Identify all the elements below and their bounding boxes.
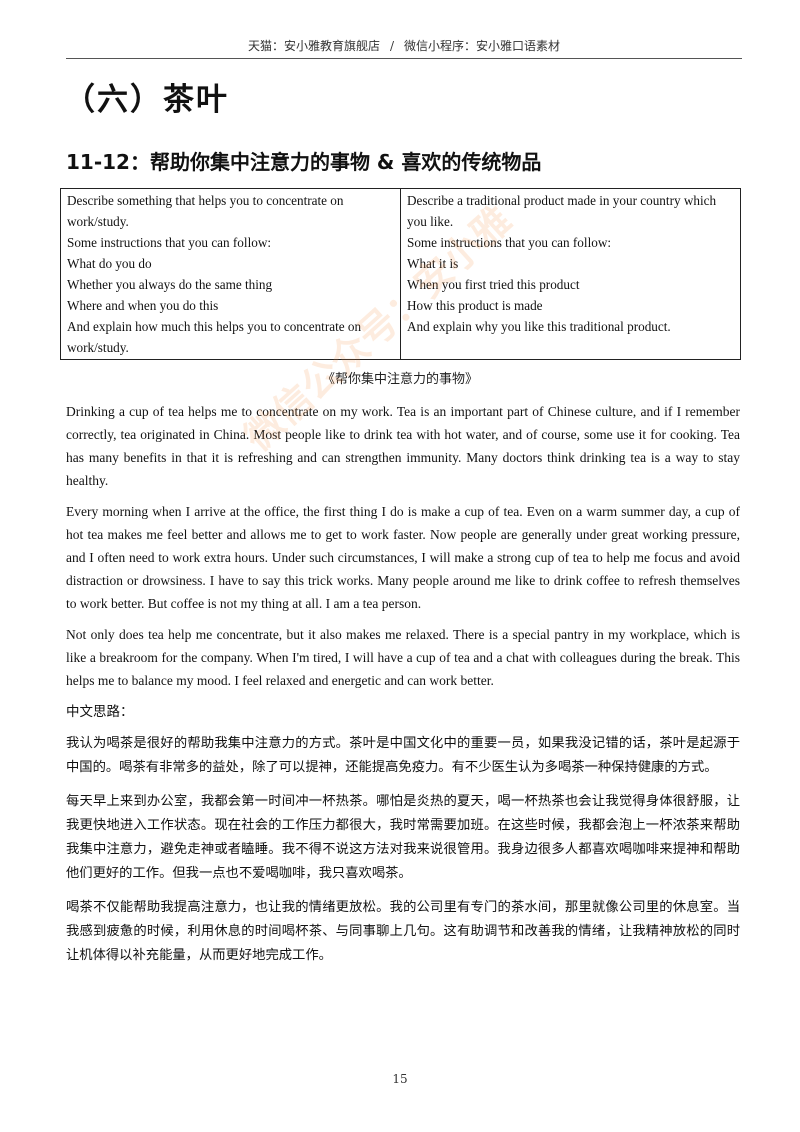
topic-title: 11-12：帮助你集中注意力的事物 & 喜欢的传统物品 [66,150,542,174]
chinese-outline-label: 中文思路： [66,704,134,720]
prompt-line: What it is [407,256,459,271]
prompt-line: And explain how much this helps you to c… [67,319,362,355]
prompt-card-left: Describe something that helps you to con… [60,188,401,360]
header-store: 天猫：安小雅教育旗舰店 [247,39,380,53]
header-separator: / [389,39,395,53]
prompt-line: Describe something that helps you to con… [67,193,344,229]
english-essay: Drinking a cup of tea helps me to concen… [66,400,740,692]
prompt-line: Some instructions that you can follow: [407,235,612,250]
english-paragraph: Drinking a cup of tea helps me to concen… [66,404,740,488]
essay-title: 《帮你集中注意力的事物》 [321,372,478,387]
prompt-line: Whether you always do the same thing [67,277,273,292]
page-number: 15 [392,1072,408,1086]
header-miniprogram: 微信小程序：安小雅口语素材 [404,39,561,53]
english-paragraph: Not only does tea help me concentrate, b… [66,627,740,688]
english-paragraph: Every morning when I arrive at the offic… [66,504,740,611]
chinese-paragraph: 每天早上来到办公室，我都会第一时间冲一杯热茶。哪怕是炎热的夏天，喝一杯热茶也会让… [66,794,740,881]
prompt-card-right: Describe a traditional product made in y… [400,188,741,360]
section-title: （六）茶叶 [64,82,229,118]
chinese-essay: 我认为喝茶是很好的帮助我集中注意力的方式。茶叶是中国文化中的重要一员，如果我没记… [66,732,740,968]
prompt-line: When you first tried this product [407,277,580,292]
prompt-line: What do you do [67,256,152,271]
page-header: 天猫：安小雅教育旗舰店 / 微信小程序：安小雅口语素材 [66,36,742,59]
prompt-line: Describe a traditional product made in y… [407,193,717,229]
essay-body: Drinking a cup of tea helps me to concen… [66,400,740,978]
chinese-paragraph: 我认为喝茶是很好的帮助我集中注意力的方式。茶叶是中国文化中的重要一员，如果我没记… [66,736,740,775]
prompt-line: Some instructions that you can follow: [67,235,272,250]
prompt-card-table: Describe something that helps you to con… [60,188,741,360]
prompt-line: How this product is made [407,298,543,313]
prompt-line: Where and when you do this [67,298,219,313]
prompt-line: And explain why you like this traditiona… [407,319,671,334]
chinese-paragraph: 喝茶不仅能帮助我提高注意力，也让我的情绪更放松。我的公司里有专门的茶水间，那里就… [66,900,740,963]
